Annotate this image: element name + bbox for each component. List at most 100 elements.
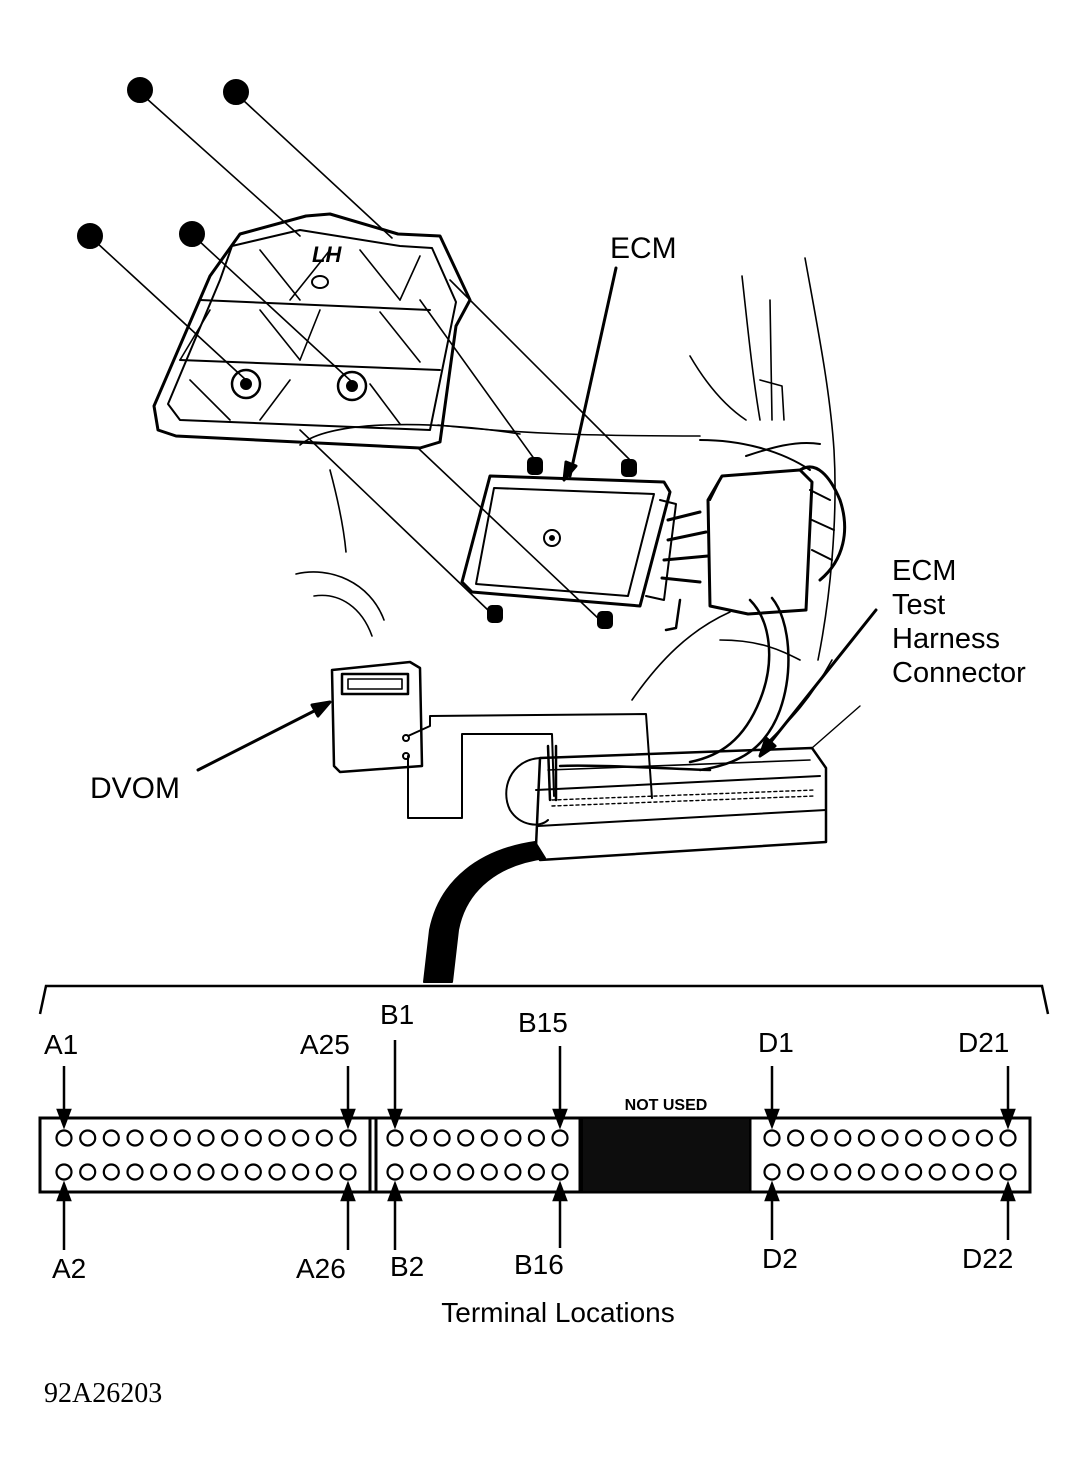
terminal-label-d22: D22 [962,1243,1013,1274]
terminal-label-d1: D1 [758,1027,794,1058]
d-terminal-pin [786,1163,805,1181]
d-terminal-pin [999,1163,1017,1181]
d-terminal-pin [834,1163,852,1181]
a-terminal-pin [150,1129,168,1147]
terminal-label-a26: A26 [296,1253,346,1284]
mounting-bracket-panel: LH [152,212,472,450]
d-terminal-pin [810,1163,828,1181]
terminal-locations-caption: Terminal Locations [441,1297,674,1328]
d-terminal-pin [904,1163,923,1181]
d-terminal-pin [952,1129,970,1147]
ecm-label: ECM [610,232,677,265]
d-terminal-pin [763,1129,781,1147]
terminal-locations-diagram: NOT USED A1 A25 A2 A26 B1 B15 B2 B16 [38,984,1050,1328]
a-terminal-pin [221,1129,239,1147]
harness-label-line-1: ECM [892,555,956,587]
terminal-label-a1: A1 [44,1029,78,1060]
a-terminal-pin [315,1129,333,1147]
harness-cable [558,596,790,772]
terminal-label-b1: B1 [380,999,414,1030]
d-terminal-pin [857,1163,876,1181]
b-terminal-pin [504,1129,522,1147]
b-terminal-pin [433,1163,451,1181]
harness-label-line-4: Connector [892,657,1026,689]
test-harness-connector [423,705,861,983]
d-terminal-pin [763,1163,781,1181]
harness-connector-label: ECM Test Harness Connector [892,555,1026,689]
b-terminal-pin [527,1129,546,1147]
b-terminal-pin [551,1129,569,1147]
pointer-arrows [196,266,878,772]
terminal-label-d2: D2 [762,1243,798,1274]
d-pin-group [763,1129,1017,1181]
d-terminal-pin [786,1129,805,1147]
d-terminal-pin [904,1129,923,1147]
a-terminal-pin [102,1129,120,1147]
terminal-label-d21: D21 [958,1027,1009,1058]
a-terminal-pin [292,1163,310,1181]
a-terminal-pin [268,1163,286,1181]
d-terminal-pin [975,1163,994,1181]
b-terminal-pin [386,1163,404,1181]
a-terminal-pin [55,1129,73,1147]
mounting-bolts [77,77,249,249]
not-used-label: NOT USED [625,1097,708,1114]
bolt-icon [127,77,153,103]
a-terminal-pin [339,1129,357,1147]
a-terminal-pin [173,1163,191,1181]
d-terminal-pin [881,1163,899,1181]
a-terminal-pin [102,1163,120,1181]
terminal-bracket [38,984,1050,1015]
b-terminal-pin [457,1163,475,1181]
d-terminal-pin [975,1129,994,1147]
harness-label-line-2: Test [892,589,945,621]
a-terminal-pin [315,1163,333,1181]
d-terminal-pin [928,1163,946,1181]
dvom-meter [295,571,653,819]
vehicle-body-lines [299,257,836,741]
figure-id: 92A26203 [44,1378,162,1409]
terminal-label-b15: B15 [518,1007,568,1038]
terminal-arrows [56,1040,1016,1250]
panel-lh-label: LH [312,242,342,267]
not-used-block [581,1117,751,1193]
bolt-leader-lines [95,97,631,621]
d-terminal-pin [857,1129,876,1147]
a-terminal-pin [244,1129,262,1147]
b-terminal-pin [457,1129,475,1147]
b-terminal-pin [410,1129,428,1147]
a-terminal-pin [55,1163,73,1181]
a-terminal-pin [197,1129,215,1147]
b-terminal-pin [386,1129,404,1147]
b-terminal-pin [527,1163,546,1181]
a-terminal-pin [244,1163,262,1181]
a-terminal-pin [79,1163,97,1181]
terminal-label-b16: B16 [514,1249,564,1280]
a-terminal-pin [79,1129,97,1147]
b-terminal-pin [433,1129,451,1147]
terminal-label-a2: A2 [52,1253,86,1284]
dvom-label: DVOM [90,772,180,805]
illustration: LH [77,77,878,983]
a-terminal-pin [126,1163,144,1181]
d-terminal-pin [999,1129,1017,1147]
a-terminal-pin [197,1163,215,1181]
terminal-strip-outline [38,1116,1032,1194]
d-terminal-pin [834,1129,852,1147]
b-terminal-pin [480,1163,498,1181]
a-pin-group [55,1129,357,1181]
b-terminal-pin [504,1163,522,1181]
b-terminal-pin [551,1163,569,1181]
ecm-module [460,457,710,632]
a-terminal-pin [126,1129,144,1147]
harness-label-line-3: Harness [892,623,1000,655]
bolt-icon [223,79,249,105]
d-terminal-pin [952,1163,970,1181]
d-terminal-pin [810,1129,828,1147]
b-terminal-pin [410,1163,428,1181]
d-terminal-pin [881,1129,899,1147]
a-terminal-pin [221,1163,239,1181]
d-terminal-pin [928,1129,946,1147]
a-terminal-pin [150,1163,168,1181]
